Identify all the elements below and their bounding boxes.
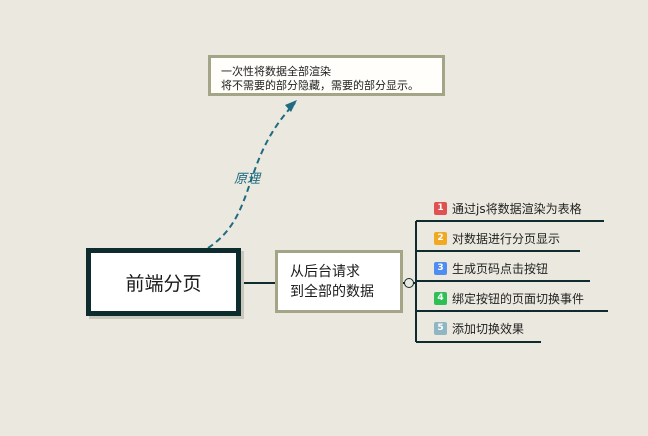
collapse-toggle[interactable] [404,278,414,288]
main-topic-line: 从后台请求 [290,264,360,280]
priority-4-icon: 4 [434,292,447,305]
relationship-label[interactable]: 原理 [234,172,261,187]
priority-3-icon: 3 [434,262,447,275]
central-topic[interactable]: 前端分页 [86,248,241,316]
priority-5-icon: 5 [434,322,447,335]
subtopic-label: 绑定按钮的页面切换事件 [452,292,585,306]
main-topic-line: 到全部的数据 [290,284,374,300]
priority-1-icon: 1 [434,202,447,215]
note-line: 将不需要的部分隐藏，需要的部分显示。 [221,79,419,92]
main-topic[interactable]: 从后台请求 到全部的数据 [275,250,403,313]
priority-2-icon: 2 [434,232,447,245]
subtopic-label: 对数据进行分页显示 [452,232,561,246]
subtopic-label: 生成页码点击按钮 [452,262,549,276]
central-topic-label: 前端分页 [125,272,202,295]
relationship-arrowhead [285,100,297,112]
note-line: 一次性将数据全部渲染 [221,65,331,78]
note-box[interactable]: 一次性将数据全部渲染 将不需要的部分隐藏，需要的部分显示。 [208,55,445,96]
subtopic-label: 添加切换效果 [452,322,525,336]
relationship-arrow [207,102,296,249]
subtopic-label: 通过js将数据渲染为表格 [452,202,582,216]
